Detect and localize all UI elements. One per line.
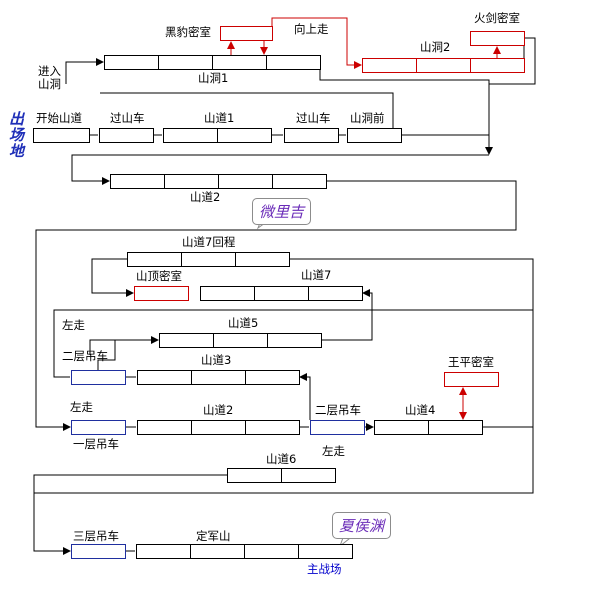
label-coaster-2: 过山车	[296, 111, 331, 125]
huojian-room-box	[470, 31, 525, 46]
cave1-to-junction	[319, 62, 490, 150]
left-loop-to-right	[53, 309, 533, 378]
coaster-1-box	[99, 128, 154, 143]
road-4-bar	[374, 420, 483, 435]
go-up-path	[271, 17, 362, 69]
to-road-7	[321, 289, 373, 341]
label-road-5: 山道5	[228, 316, 259, 330]
label-road-7-return: 山道7回程	[182, 235, 236, 249]
to-summit-room	[91, 258, 134, 297]
label-before-cave: 山洞前	[350, 111, 385, 125]
road6-left	[33, 474, 227, 493]
label-cable-car-2-b: 二层吊车	[315, 403, 361, 417]
label-road-2-top: 山道2	[190, 190, 221, 204]
to-road-2-top	[71, 154, 489, 185]
label-enter-cave: 进入 山洞	[38, 64, 61, 92]
heibao-room-box	[220, 26, 273, 41]
label-road-2-mid: 山道2	[203, 403, 234, 417]
to-road-3	[299, 373, 311, 395]
before-cave-to-junction	[401, 134, 490, 150]
road-6-bar	[227, 468, 336, 483]
cable-car-1-box	[71, 420, 126, 435]
label-go-left-3: 左走	[322, 444, 345, 458]
cable-car-2a-box	[71, 370, 126, 385]
to-road-5	[97, 336, 159, 370]
origin-label: 出 场 地	[9, 110, 25, 160]
cable-car-3-box	[71, 544, 126, 559]
label-cable-car-1: 一层吊车	[73, 437, 119, 451]
label-road-1: 山道1	[204, 111, 235, 125]
label-dingjunshan: 定军山	[196, 529, 231, 543]
enter-cave-arrow	[65, 58, 104, 84]
bubble-xiahouyuan: 夏侯渊	[332, 512, 392, 539]
label-go-left-2: 左走	[70, 400, 93, 414]
summit-room-box	[134, 286, 189, 301]
before-cave-box	[347, 128, 402, 143]
label-cave-2: 山洞2	[420, 40, 451, 54]
dingjunshan-bar	[136, 544, 353, 559]
bubble-weili: 微里吉	[252, 198, 312, 225]
label-go-up: 向上走	[294, 22, 329, 36]
road-7-bar	[200, 286, 363, 301]
label-start-road: 开始山道	[36, 111, 82, 125]
label-summit-room: 山顶密室	[136, 269, 182, 283]
cable-car-2b-box	[310, 420, 365, 435]
label-road-3: 山道3	[201, 353, 232, 367]
label-main-battlefield: 主战场	[307, 562, 342, 576]
to-cable-car-1	[35, 180, 517, 431]
cave-2-bar	[362, 58, 525, 73]
label-road-4: 山道4	[405, 403, 436, 417]
road-5-bar	[159, 333, 322, 348]
label-cable-car-3: 三层吊车	[73, 529, 119, 543]
road-3-bar	[137, 370, 300, 385]
label-heibao-room: 黑豹密室	[165, 25, 211, 39]
return-to-road	[100, 92, 394, 135]
cave-1-bar	[104, 55, 321, 70]
label-road-6: 山道6	[266, 452, 297, 466]
road-2-top-bar	[110, 174, 327, 189]
wangping-room-box	[444, 372, 499, 387]
label-go-left-1: 左走	[62, 318, 85, 332]
label-huojian-room: 火剑密室	[474, 11, 520, 25]
label-cave-1: 山洞1	[198, 71, 229, 85]
coaster-2-box	[284, 128, 339, 143]
road3-right	[299, 376, 311, 420]
start-road-box	[33, 128, 90, 143]
label-coaster-1: 过山车	[110, 111, 145, 125]
label-cable-car-2-a: 二层吊车	[62, 349, 108, 363]
label-road-7: 山道7	[301, 268, 332, 282]
label-wangping-room: 王平密室	[448, 355, 494, 369]
road-1-bar	[163, 128, 272, 143]
road-2-mid-bar	[137, 420, 300, 435]
road7-return-right	[289, 258, 534, 428]
road-7-return-bar	[127, 252, 290, 267]
